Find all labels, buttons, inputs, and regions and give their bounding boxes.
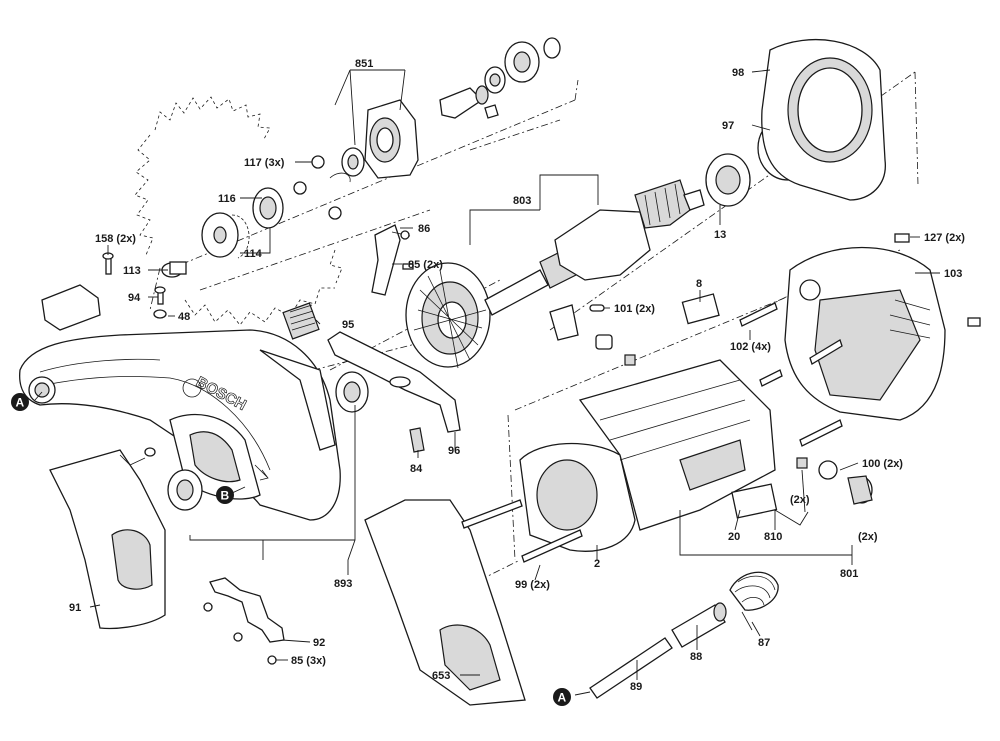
label-117: 117 (3x) bbox=[244, 157, 285, 169]
label-893: 893 bbox=[334, 578, 352, 590]
label-13: 13 bbox=[714, 229, 726, 241]
label-851: 851 bbox=[355, 58, 373, 70]
label-86: 86 bbox=[418, 223, 430, 235]
arbor-parts bbox=[102, 155, 342, 457]
label-113: 113 bbox=[123, 265, 141, 277]
label-100: 100 (2x) bbox=[862, 458, 903, 470]
label-98: 98 bbox=[732, 67, 744, 79]
bearing-plate-assembly bbox=[329, 99, 419, 183]
long-bolts bbox=[461, 302, 843, 563]
label-20: 20 bbox=[728, 531, 740, 543]
label-84: 84 bbox=[410, 463, 423, 475]
leader-lines bbox=[34, 69, 940, 696]
dust-chute bbox=[49, 449, 166, 630]
marker-a-bottom: A bbox=[553, 688, 571, 706]
label-91: 91 bbox=[69, 602, 81, 614]
bearing-893 bbox=[167, 371, 369, 511]
label-87: 87 bbox=[758, 637, 770, 649]
marker-b: B bbox=[216, 486, 234, 504]
label-810: 810 bbox=[764, 531, 782, 543]
label-653: 653 bbox=[432, 670, 450, 682]
handle-parts bbox=[589, 571, 779, 699]
label-101: 101 (2x) bbox=[614, 303, 655, 315]
label-2: 2 bbox=[594, 558, 600, 570]
label-102: 102 (4x) bbox=[730, 341, 771, 353]
label-8: 8 bbox=[696, 278, 702, 290]
label-89: 89 bbox=[630, 681, 642, 693]
svg-text:A: A bbox=[16, 396, 25, 410]
label-88: 88 bbox=[690, 651, 702, 663]
motor-housing bbox=[519, 293, 873, 552]
motor-end-parts bbox=[705, 38, 886, 207]
label-85-top: 85 (2x) bbox=[408, 259, 443, 271]
svg-text:A: A bbox=[558, 691, 567, 705]
label-48: 48 bbox=[178, 311, 190, 323]
spindle-parts bbox=[439, 37, 561, 119]
svg-text:B: B bbox=[221, 489, 230, 503]
armature bbox=[405, 179, 705, 369]
motor-housing-cover bbox=[784, 233, 981, 421]
label-801: 801 bbox=[840, 568, 858, 580]
label-85-bottom: 85 (3x) bbox=[291, 655, 326, 667]
label-94: 94 bbox=[128, 292, 141, 304]
saw-blade-outline bbox=[134, 96, 343, 326]
label-95: 95 bbox=[342, 319, 354, 331]
label-96: 96 bbox=[448, 445, 460, 457]
dust-hose bbox=[364, 499, 526, 706]
label-2x-a: (2x) bbox=[790, 494, 810, 506]
bracket-92 bbox=[203, 577, 285, 665]
label-97: 97 bbox=[722, 120, 734, 132]
marker-a-left: A bbox=[11, 393, 29, 411]
lock-linkage-parts bbox=[282, 224, 461, 453]
label-114: 114 bbox=[244, 248, 263, 260]
label-2x-b: (2x) bbox=[858, 531, 878, 543]
label-803: 803 bbox=[513, 195, 531, 207]
label-158: 158 (2x) bbox=[95, 233, 136, 245]
label-127: 127 (2x) bbox=[924, 232, 965, 244]
label-99: 99 (2x) bbox=[515, 579, 550, 591]
label-92: 92 bbox=[313, 637, 325, 649]
part-labels: 851 117 (3x) 116 114 158 (2x) 113 94 48 … bbox=[69, 58, 965, 693]
label-116: 116 bbox=[218, 193, 236, 205]
label-103: 103 bbox=[944, 268, 962, 280]
